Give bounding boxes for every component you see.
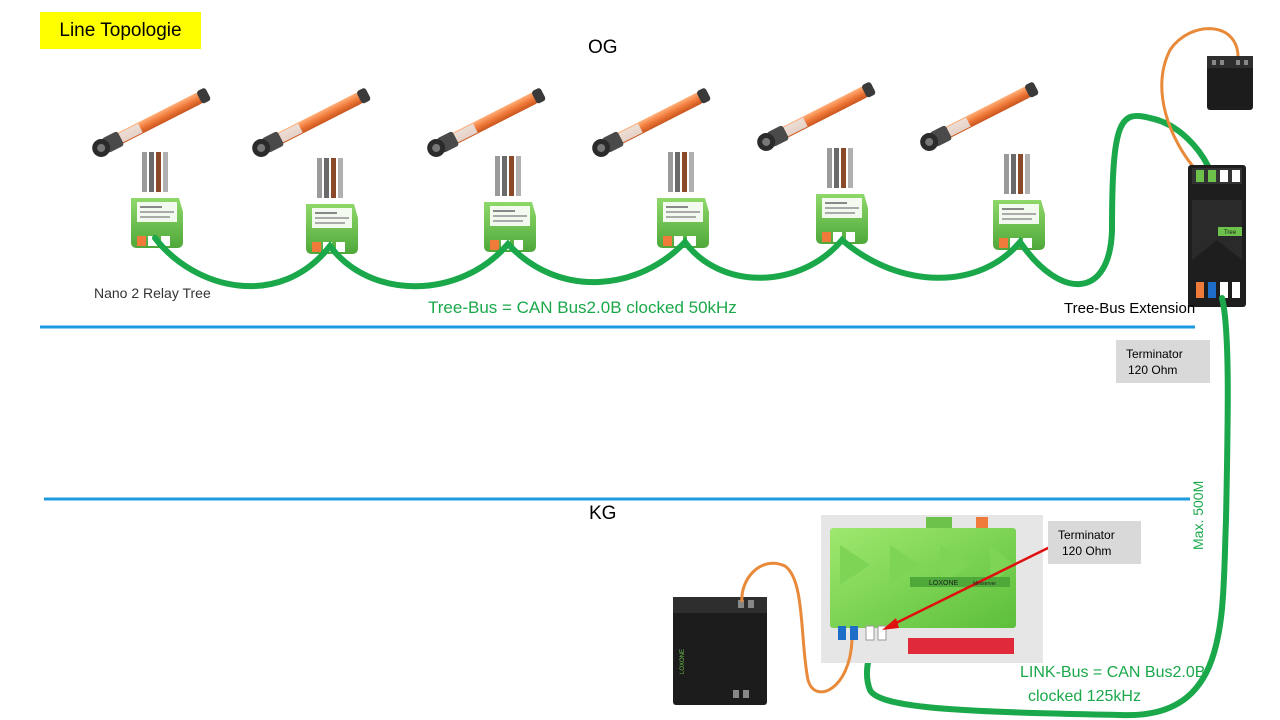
floor-label-og: OG [588,37,618,58]
diagram-title: Line Topologie [40,12,201,49]
shutter-motors [89,79,1041,161]
miniserver-device [821,515,1043,663]
power-supply-upper [1207,56,1253,110]
nano-relay-module-5 [816,148,868,244]
shutter-motor-4 [589,85,713,161]
tree-bus-label: Tree-Bus = CAN Bus2.0B clocked 50kHz [428,298,737,317]
nano-relay-module-2 [306,158,358,254]
link-bus-label-line2: clocked 125kHz [1028,688,1141,705]
terminator-lower-line2: 120 Ohm [1062,544,1112,558]
shutter-motor-2 [249,85,373,161]
shutter-motor-1 [89,85,213,161]
terminator-box-lower: Terminator 120 Ohm [1048,521,1141,564]
power-supply-brand-label: LOXONE [680,649,686,674]
link-bus-cable [863,295,1231,719]
nano-relay-module-1 [131,152,183,248]
nano-relay-module-6 [993,154,1045,250]
nano-relay-module-4 [657,152,709,248]
miniserver-power-cable [740,561,854,694]
max-length-label: Max. 500M [1190,480,1206,550]
tree-bus-extension-device [1188,165,1246,307]
terminator-upper-line1: Terminator [1126,347,1183,361]
terminator-lower-line1: Terminator [1058,528,1115,542]
shutter-motor-6 [917,79,1041,155]
nano-relay-module-3 [484,156,536,252]
terminator-box-upper: Terminator 120 Ohm [1116,340,1210,383]
floor-label-kg: KG [589,503,617,524]
power-supply-lower [673,597,767,705]
link-bus-label-line1: LINK-Bus = CAN Bus2.0B [1020,664,1206,681]
tree-extension-power-cable [1160,27,1240,171]
link-bus-label: LINK-Bus = CAN Bus2.0B clocked 125kHz [1020,661,1205,709]
miniserver-model-label: Miniserver [973,581,996,587]
shutter-motor-3 [424,85,548,161]
tree-extension-label: Tree-Bus Extension [1064,300,1196,317]
miniserver-brand-label: LOXONE [929,580,959,587]
nano-relay-modules [131,148,1045,254]
terminator-upper-line2: 120 Ohm [1128,363,1178,377]
tree-device-label: Tree [1224,230,1237,236]
shutter-motor-5 [754,79,878,155]
nano-relay-label: Nano 2 Relay Tree [94,285,211,301]
terminator-arrow [882,545,1051,630]
tree-bus-cable [152,112,1211,290]
